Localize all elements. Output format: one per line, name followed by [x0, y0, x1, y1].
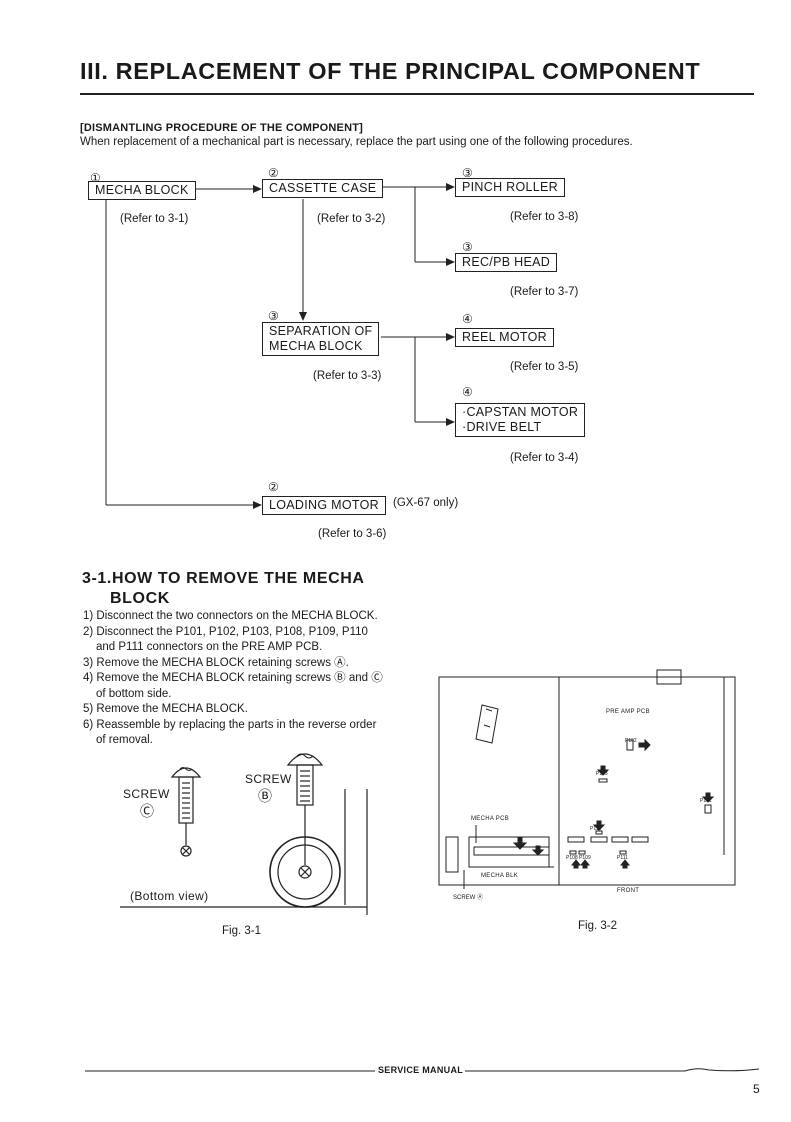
- mecha-blk-label: MECHA BLK: [481, 873, 519, 879]
- footer-label: SERVICE MANUAL: [378, 1065, 464, 1075]
- loading-motor-step-number: ②: [268, 480, 279, 494]
- reel-motor-box: REEL MOTOR: [455, 328, 554, 347]
- step-line: 1) Disconnect the two connectors on the …: [83, 610, 378, 622]
- bottom-view-label: (Bottom view): [130, 889, 209, 903]
- cassette-case-ref: (Refer to 3-2): [317, 213, 386, 225]
- pinch-roller-box: PINCH ROLLER: [455, 178, 565, 197]
- loading-motor-note: (GX-67 only): [393, 497, 459, 509]
- footer-rule: [85, 1068, 760, 1072]
- capstan-line2: ·DRIVE BELT: [462, 420, 542, 434]
- step-line: 5) Remove the MECHA BLOCK.: [83, 703, 248, 715]
- separation-line2: MECHA BLOCK: [269, 339, 363, 353]
- reel-motor-ref: (Refer to 3-5): [510, 361, 579, 373]
- loading-motor-box: LOADING MOTOR: [262, 496, 386, 515]
- p110-label: P110: [590, 826, 602, 832]
- recpb-head-ref: (Refer to 3-7): [510, 286, 579, 298]
- recpb-head-box: REC/PB HEAD: [455, 253, 558, 272]
- fig-3-1-drawing: [120, 753, 368, 915]
- capstan-box: ·CAPSTAN MOTOR ·DRIVE BELT: [455, 403, 586, 437]
- mecha-pcb-label: MECHA PCB: [471, 816, 510, 822]
- screw-b-marker: Ⓑ: [258, 788, 272, 804]
- step-line: 3) Remove the MECHA BLOCK retaining scre…: [83, 656, 349, 669]
- procedure-steps: 1) Disconnect the two connectors on the …: [83, 609, 383, 749]
- p108-p109-label: P108 P109: [566, 855, 591, 861]
- step-line: 6) Reassemble by replacing the parts in …: [83, 718, 377, 731]
- p111-label: P111: [617, 855, 628, 861]
- mecha-block-box: MECHA BLOCK: [88, 181, 196, 200]
- step-line: of bottom side.: [96, 687, 172, 700]
- fig-3-2-caption: Fig. 3-2: [578, 920, 617, 932]
- recpb-head-step-number: ③: [462, 240, 473, 254]
- page-title: III. REPLACEMENT OF THE PRINCIPAL COMPON…: [80, 58, 701, 84]
- mecha-block-ref: (Refer to 3-1): [120, 213, 189, 225]
- step-line: and P111 connectors on the PRE AMP PCB.: [96, 641, 323, 653]
- fig-3-1-caption: Fig. 3-1: [222, 925, 261, 937]
- mecha-block-step-number: ①: [90, 171, 101, 185]
- screw-c-label: SCREW: [123, 787, 170, 801]
- separation-ref: (Refer to 3-3): [313, 370, 382, 382]
- fig-3-2-drawing: [438, 669, 736, 889]
- flow-connectors: [105, 183, 455, 509]
- capstan-ref: (Refer to 3-4): [510, 452, 579, 464]
- step-line: of removal.: [96, 734, 153, 746]
- separation-line1: SEPARATION OF: [269, 324, 373, 338]
- cassette-case-step-number: ②: [268, 166, 279, 180]
- screw-a-label: SCREW Ⓐ: [453, 895, 484, 901]
- front-label: FRONT: [617, 888, 640, 894]
- reel-motor-step-number: ④: [462, 312, 473, 326]
- page-number: 5: [753, 1082, 760, 1096]
- loading-motor-ref: (Refer to 3-6): [318, 528, 387, 540]
- separation-step-number: ③: [268, 309, 279, 323]
- section-title: 3-1.HOW TO REMOVE THE MECHA BLOCK: [82, 570, 365, 607]
- p101-label: P101: [700, 798, 712, 804]
- pre-amp-pcb-label: PRE AMP PCB: [606, 709, 650, 715]
- intro-text: When replacement of a mechanical part is…: [80, 136, 633, 148]
- separation-box: SEPARATION OF MECHA BLOCK: [262, 322, 380, 356]
- p102-label: P102: [625, 738, 637, 744]
- cassette-case-box: CASSETTE CASE: [262, 179, 384, 198]
- step-line: 2) Disconnect the P101, P102, P103, P108…: [83, 625, 368, 638]
- pinch-roller-step-number: ③: [462, 166, 473, 180]
- p103-label: P103: [596, 771, 608, 777]
- screw-c-marker: Ⓒ: [140, 803, 154, 819]
- dismantling-heading: [DISMANTLING PROCEDURE OF THE COMPONENT]: [80, 122, 363, 134]
- step-line: 4) Remove the MECHA BLOCK retaining scre…: [83, 672, 383, 684]
- pinch-roller-ref: (Refer to 3-8): [510, 211, 579, 223]
- screw-b-label: SCREW: [245, 772, 292, 786]
- capstan-line1: ·CAPSTAN MOTOR: [462, 405, 579, 419]
- capstan-step-number: ④: [462, 385, 473, 399]
- title-rule: [80, 93, 754, 95]
